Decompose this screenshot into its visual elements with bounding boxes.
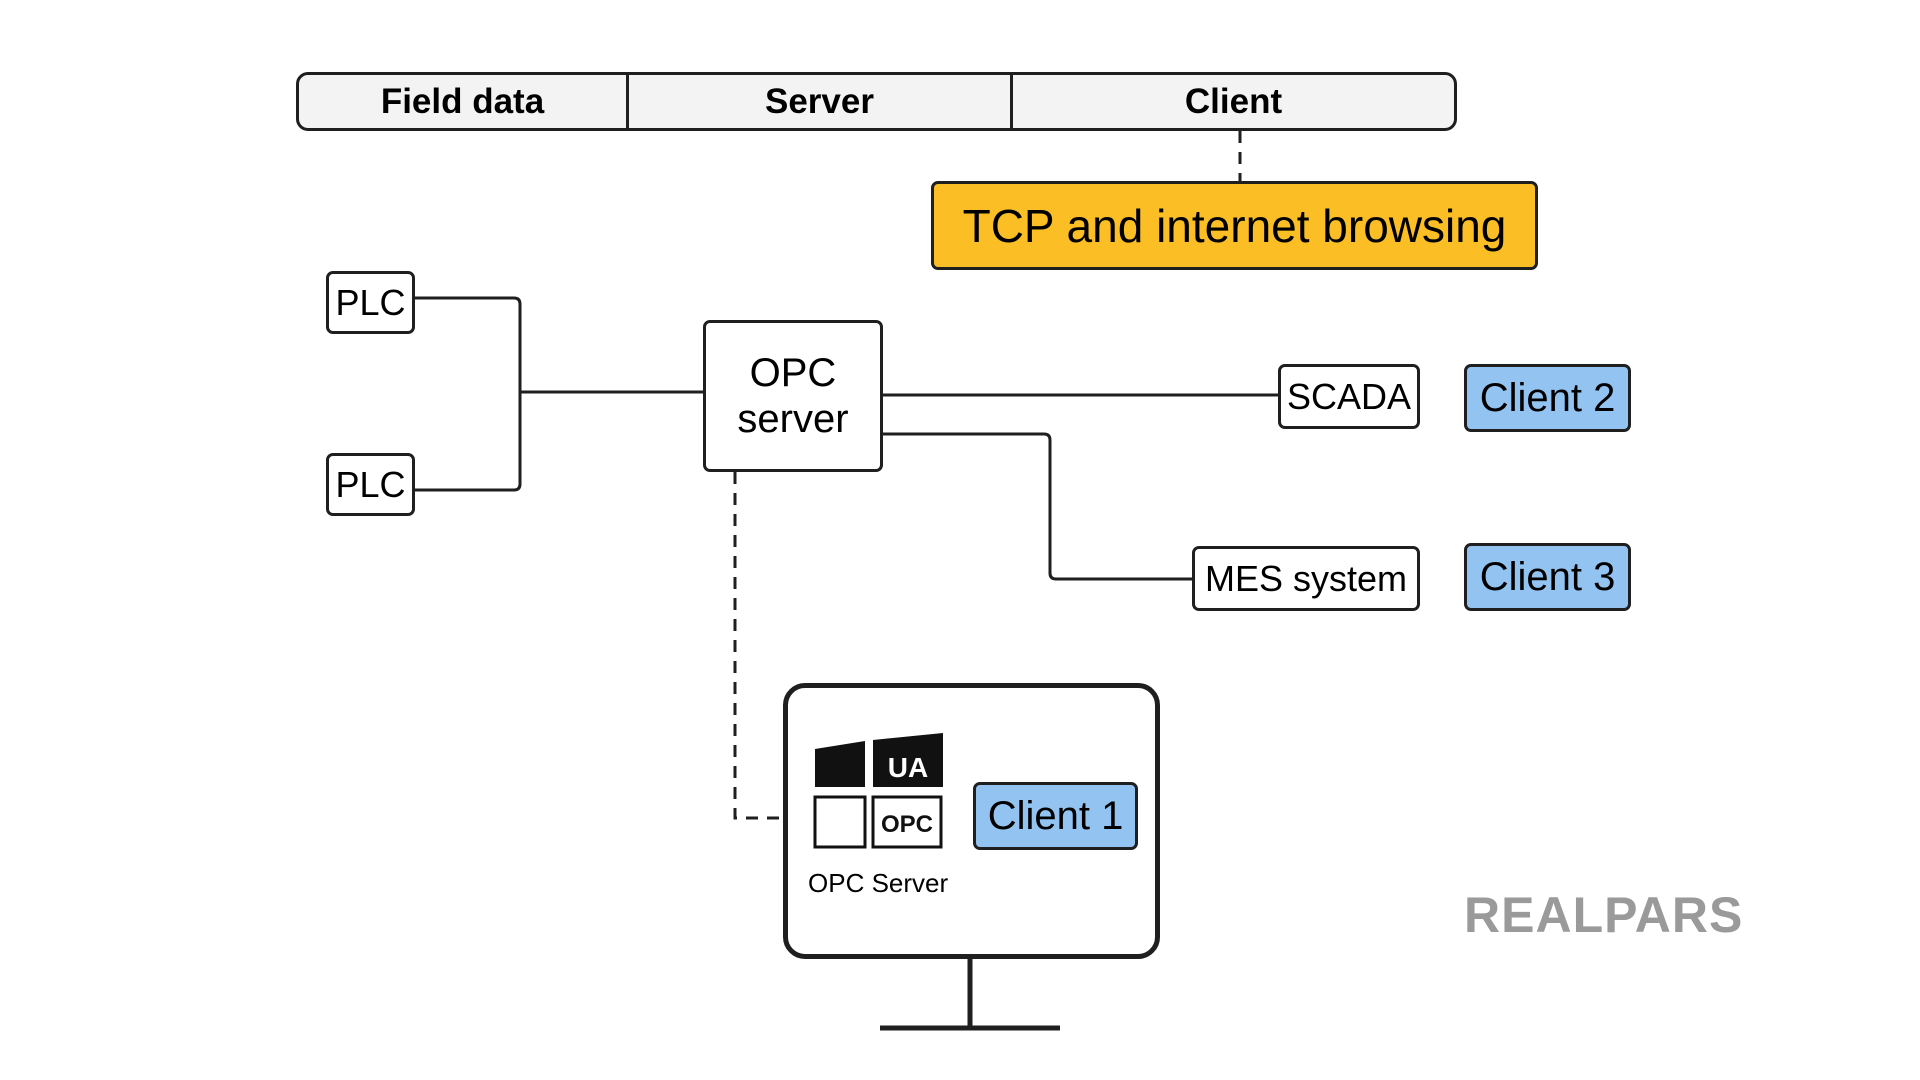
opc-server-node: OPC server [703, 320, 883, 472]
opc-to-mes-connector [883, 432, 1192, 581]
monitor-screen: UA OPC OPC Server Client 1 [783, 683, 1160, 959]
plc-node-1: PLC [326, 271, 415, 334]
client-2-node: Client 2 [1464, 364, 1631, 432]
tcp-internet-browsing-box: TCP and internet browsing [931, 181, 1538, 270]
client-3-node: Client 3 [1464, 543, 1631, 611]
opc-to-monitor-dashed-connector [733, 472, 783, 820]
layer-header-bar: Field data Server Client [296, 72, 1457, 131]
plc-node-2: PLC [326, 453, 415, 516]
header-client: Client [1010, 75, 1454, 128]
realpars-watermark-logo: REALPARS [1464, 887, 1744, 943]
opc-server-node-line1: OPC [749, 351, 837, 395]
opc-logo-ua-text: UA [888, 752, 928, 783]
plc-1-connector [415, 296, 522, 492]
client-1-node: Client 1 [973, 782, 1138, 850]
opc-ua-logo-icon: UA OPC [813, 733, 943, 849]
opc-logo-opc-text: OPC [881, 811, 933, 838]
opc-server-node-line2: server [737, 397, 849, 441]
mes-system-node: MES system [1192, 546, 1420, 611]
header-server: Server [626, 75, 1010, 128]
header-field-data: Field data [380, 81, 545, 121]
scada-node: SCADA [1278, 364, 1420, 429]
opc-server-caption: OPC Server [808, 868, 949, 898]
